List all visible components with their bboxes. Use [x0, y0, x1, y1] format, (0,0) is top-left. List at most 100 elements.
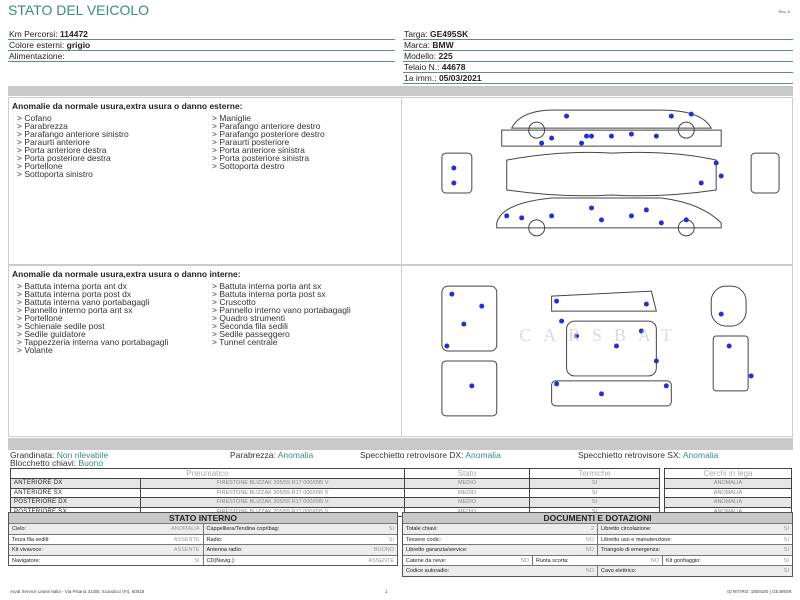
anomaly-item: > Pannello interno vano portabagagli	[212, 305, 351, 315]
damage-marker	[718, 173, 724, 179]
rim-row: ANOMALIA	[664, 478, 792, 489]
status-value: BUONO	[373, 547, 394, 553]
anomaly-item: > Volante	[17, 345, 53, 355]
status-value: SI	[194, 557, 200, 564]
anomaly-item: > Maniglie	[212, 113, 251, 123]
damage-marker	[688, 111, 694, 117]
status-value: SI	[783, 536, 789, 543]
damage-marker	[564, 113, 570, 119]
rim-row: ANOMALIA	[664, 487, 792, 498]
info-value: grigio	[66, 40, 91, 50]
status-cell: Libretto uso e manutenzione:SI	[598, 535, 792, 545]
tyre-state: MEDIO	[404, 487, 530, 498]
exterior-car-diagram	[401, 98, 780, 264]
status-label: CD(Navig.):	[206, 557, 236, 564]
info-label: Telaio N.:	[404, 62, 442, 72]
status-label: Totale chiavi:	[406, 526, 438, 532]
damage-marker	[559, 318, 565, 324]
exterior-heading: Anomalie da normale usura,extra usura o …	[12, 101, 243, 111]
status-cell: Tessere codic:NO	[403, 534, 598, 544]
anomaly-item: > Portellone	[17, 161, 63, 171]
damage-marker	[589, 205, 595, 211]
status-value: ANOMALIA	[171, 526, 200, 532]
info-row: Colore esterni: grigio	[8, 40, 395, 51]
anomaly-item: > Porta anteriore sinistra	[212, 145, 305, 155]
tyre-position: ANTERIORE DX	[10, 478, 141, 489]
status-value: SI	[783, 547, 789, 553]
anomaly-item: > Parafango posteriore destro	[212, 129, 325, 139]
damage-marker	[668, 113, 674, 119]
info-label: 1a imm.:	[404, 73, 439, 83]
damage-marker	[613, 343, 619, 349]
damage-marker	[628, 213, 634, 219]
damage-marker	[504, 213, 510, 219]
status-value: NO	[520, 557, 529, 564]
status-label: Catene da neve:	[406, 557, 447, 564]
status-label: Radio:	[206, 536, 223, 543]
anomaly-item: > Battuta interna porta post dx	[17, 289, 132, 299]
status-cell: Ruota scorta:NO	[533, 555, 663, 565]
footer-id: ID RITIRO: 1809180 | GE495SK	[727, 589, 792, 594]
status-label: Libretto circolazione:	[601, 526, 652, 532]
damage-marker	[598, 217, 604, 223]
status-row: Cielo: ANOMALIA Cappelliera/Tendina coprib…	[9, 523, 397, 534]
damage-marker	[469, 383, 475, 389]
damage-marker	[461, 321, 467, 327]
damage-marker	[663, 383, 669, 389]
damage-marker	[628, 131, 634, 137]
info-label: Alimentazione:	[9, 51, 65, 61]
info-row: Km Percorsi: 114472	[8, 29, 395, 40]
status-cell: Totale chiavi:2	[403, 524, 598, 534]
damage-marker	[549, 213, 555, 219]
info-label: Marca:	[404, 40, 433, 50]
status-label: Libretto garanzia/service:	[406, 547, 468, 553]
damage-marker	[449, 291, 455, 297]
anomaly-item: > Battuta interna porta ant sx	[212, 281, 322, 291]
info-label: Targa:	[404, 29, 430, 39]
info-value: 114472	[60, 29, 88, 39]
divider-bar	[8, 438, 793, 450]
tyre-winter: SI	[529, 487, 660, 498]
status-value: NO	[585, 547, 594, 553]
documenti-title: DOCUMENTI E DOTAZIONI	[403, 513, 792, 523]
footer-page: 1	[385, 589, 388, 594]
anomaly-item: > Parabrezza	[17, 121, 68, 131]
anomaly-item: > Cofano	[17, 113, 52, 123]
anomaly-item: > Sottoporta sinistro	[17, 169, 93, 179]
rim-state: ANOMALIA	[664, 478, 792, 489]
rim-state: ANOMALIA	[664, 487, 792, 498]
status-label: Cielo:	[12, 526, 27, 532]
anomaly-item: > Battuta interna porta post sx	[212, 289, 326, 299]
info-value: 44678	[441, 62, 466, 72]
damage-marker	[574, 333, 580, 339]
damage-marker	[643, 301, 649, 307]
status-value: SI	[783, 568, 789, 574]
damage-marker	[638, 328, 644, 334]
footer-address: Arval Service Lease Italia - Via Pisana …	[10, 589, 145, 594]
specchietto-dx: Specchietto retrovisore DX: Anomalia	[360, 450, 501, 460]
damage-marker	[554, 381, 560, 387]
damage-marker	[479, 303, 485, 309]
status-cell: Cappelliera/Tendina copribag:SI	[204, 524, 398, 534]
info-row: Modello: 225	[403, 51, 793, 62]
damage-marker	[584, 133, 590, 139]
damage-marker	[589, 133, 595, 139]
anomaly-item: > Schienale sedile post	[17, 321, 105, 331]
watermark-logo: CARSBAT	[519, 325, 684, 345]
status-cell: Kit vivavoce:ASSENTE	[9, 545, 204, 555]
anomaly-item: > Seconda fila sedili	[212, 321, 288, 331]
damage-marker	[451, 180, 457, 186]
specchietto-sx: Specchietto retrovisore SX: Anomalia	[578, 450, 719, 460]
info-label: Km Percorsi:	[9, 29, 61, 39]
status-label: Tessere codic:	[406, 536, 442, 543]
damage-marker	[608, 133, 614, 139]
damage-marker	[451, 165, 457, 171]
status-cell: Triangolo di emergenza:SI	[598, 545, 792, 555]
